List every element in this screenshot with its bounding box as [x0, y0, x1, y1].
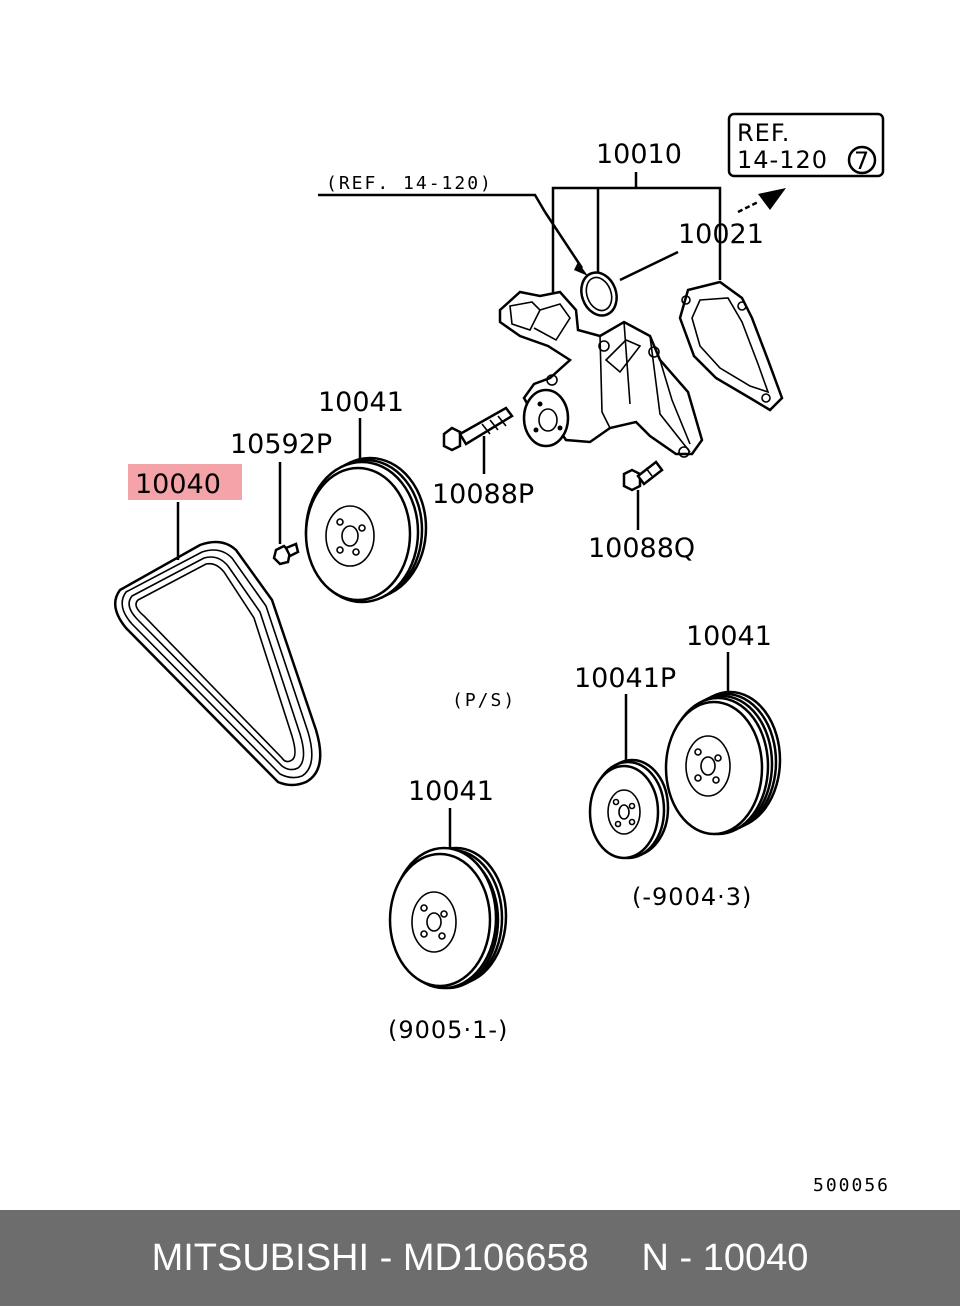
label-10010[interactable]: 10010: [596, 139, 682, 170]
pulley-bottom[interactable]: [388, 846, 508, 990]
label-10040[interactable]: 10040: [135, 469, 221, 500]
label-10040-highlight: [128, 464, 242, 500]
bolt-10088P[interactable]: [442, 406, 514, 452]
drive-belt-10040[interactable]: [113, 540, 322, 787]
arrowhead-icon: [574, 262, 588, 276]
label-10592P[interactable]: 10592P: [230, 429, 332, 460]
footer-part-number: MITSUBISHI - MD106658 N - 10040: [151, 1236, 809, 1279]
drawing-number: 500056: [813, 1175, 890, 1196]
bolt-10088Q[interactable]: [622, 460, 664, 492]
label-10021[interactable]: 10021: [678, 219, 764, 250]
ref-box-line1: REF.: [737, 119, 790, 147]
label-10041-right[interactable]: 10041: [686, 621, 772, 652]
o-ring[interactable]: [576, 268, 623, 321]
label-date-early[interactable]: (-9004·3): [632, 883, 752, 911]
parts-diagram: REF. 14-120 7 (REF. 14-120) 10010 10021: [113, 112, 890, 1196]
pulley-10041P[interactable]: [588, 758, 670, 860]
label-10088Q[interactable]: 10088Q: [588, 533, 695, 564]
label-10041-bottom[interactable]: 10041: [408, 776, 494, 807]
ref-box-line2: 14-120: [737, 146, 828, 174]
water-pump[interactable]: [498, 290, 704, 458]
footer-bar: MITSUBISHI - MD106658 N - 10040: [0, 1210, 960, 1306]
label-10041P[interactable]: 10041P: [574, 663, 676, 694]
label-date-late[interactable]: (9005·1-): [388, 1016, 508, 1044]
label-ps[interactable]: (P/S): [452, 690, 516, 711]
pulley-top[interactable]: [304, 456, 428, 604]
ref-box[interactable]: REF. 14-120 7: [727, 112, 885, 178]
pulley-right[interactable]: [664, 690, 782, 836]
bolt-10592P[interactable]: [272, 542, 300, 566]
ref-arrow-icon: [737, 188, 786, 214]
label-10088P[interactable]: 10088P: [432, 479, 534, 510]
water-pump-gasket[interactable]: [678, 280, 784, 412]
ref-left-label[interactable]: (REF. 14-120): [326, 173, 493, 194]
ref-box-circle-number: 7: [854, 147, 870, 175]
label-10041-top[interactable]: 10041: [318, 387, 404, 418]
